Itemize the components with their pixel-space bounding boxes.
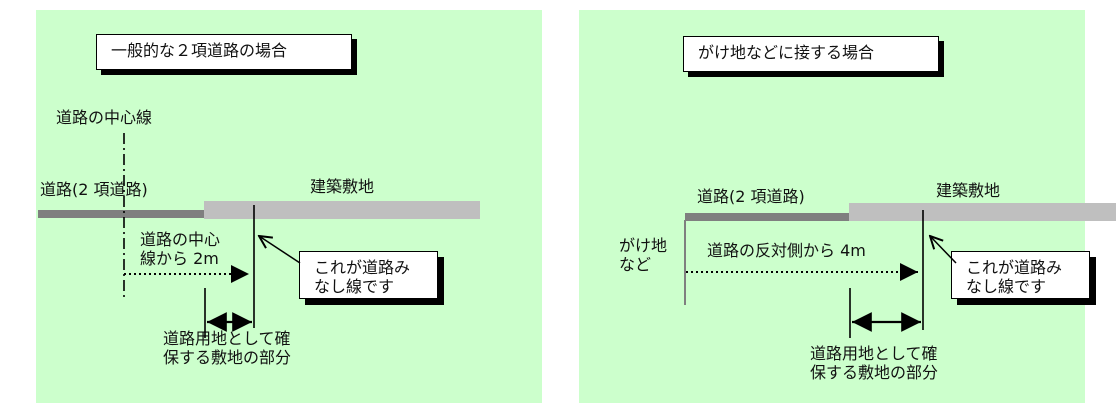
setback-area-label: 道路用地として確 保する敷地の部分 [163, 329, 292, 367]
road-label: 道路(2 項道路) [697, 187, 805, 206]
callout-setback-line: これが道路み なし線です [299, 251, 438, 299]
setback-area-label: 道路用地として確 保する敷地の部分 [810, 344, 939, 382]
road-label: 道路(2 項道路) [40, 180, 148, 199]
distance-label: 道路の中心 線から 2m [140, 230, 221, 268]
road-centerline-label: 道路の中心線 [56, 108, 153, 127]
site-bar [204, 201, 480, 219]
road-bar [685, 213, 850, 221]
callout-leader [259, 236, 301, 264]
title-cliff-case: がけ地などに接する場合 [683, 36, 939, 72]
site-bar [849, 203, 1116, 221]
callout-leader [930, 236, 957, 264]
distance-label: 道路の反対側から 4m [707, 241, 866, 260]
site-label: 建築敷地 [936, 181, 1001, 200]
title-typical-case: 一般的な２項道路の場合 [96, 34, 352, 70]
cliff-label: がけ地 など [619, 236, 668, 274]
callout-setback-line: これが道路み なし線です [951, 251, 1090, 299]
road-bar [38, 210, 204, 218]
site-label: 建築敷地 [310, 177, 375, 196]
